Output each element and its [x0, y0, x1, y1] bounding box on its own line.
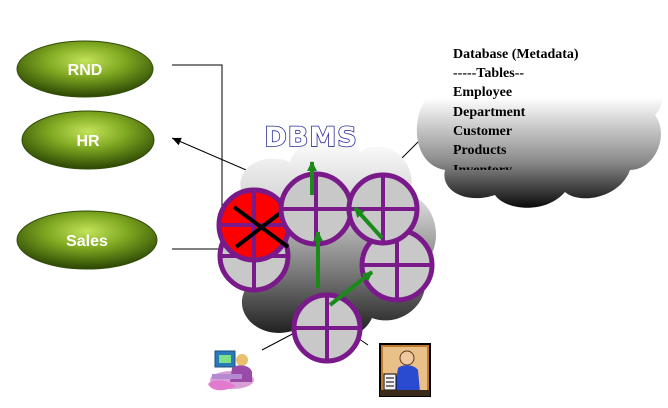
- metadata-line-2: Employee: [453, 85, 512, 100]
- computer-user-icon: [208, 350, 254, 391]
- metadata-text-block: Database (Metadata) -----Tables-- Employ…: [453, 47, 579, 178]
- metadata-line-0: Database (Metadata): [453, 47, 579, 62]
- lock-circle-failed: [216, 187, 292, 263]
- dept-hr-label: HR: [76, 133, 100, 150]
- metadata-line-4: Customer: [453, 124, 512, 139]
- dept-rnd-label: RND: [68, 62, 103, 79]
- lock-circle-top-right: [346, 172, 420, 246]
- dept-sales-pill[interactable]: Sales: [16, 210, 158, 270]
- dept-rnd-pill[interactable]: RND: [16, 40, 154, 98]
- lock-circle-bottom: [291, 292, 363, 364]
- metadata-cloud: [416, 24, 664, 208]
- metadata-line-5: Products: [453, 143, 507, 158]
- rnd-connector: [172, 64, 223, 250]
- metadata-line-6: Inventory: [453, 163, 512, 178]
- office-worker-icon: [379, 343, 431, 397]
- arrow-diag-upper: [353, 206, 384, 240]
- metadata-line-3: Department: [453, 105, 526, 120]
- lock-circle-right: [359, 227, 435, 303]
- dbms-title: DBMS: [264, 122, 357, 153]
- dept-sales-label: Sales: [66, 233, 108, 250]
- arrow-diag-lower: [328, 270, 374, 307]
- dept-hr-pill[interactable]: HR: [21, 110, 155, 170]
- transaction-arrows: [307, 161, 384, 307]
- metadata-line-1: -----Tables--: [453, 66, 524, 81]
